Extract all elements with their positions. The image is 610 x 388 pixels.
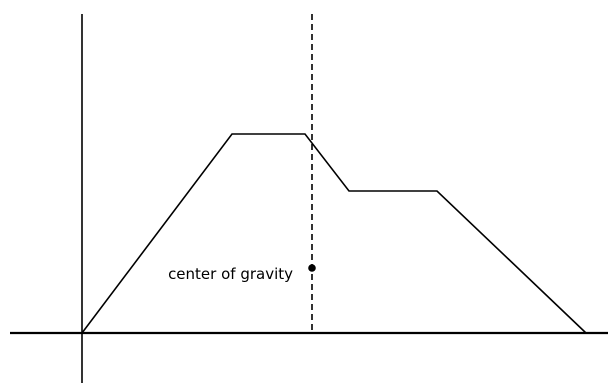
center-of-gravity-point [308,264,316,272]
center-of-gravity-label: center of gravity [168,265,293,283]
shape-profile [81,133,587,334]
